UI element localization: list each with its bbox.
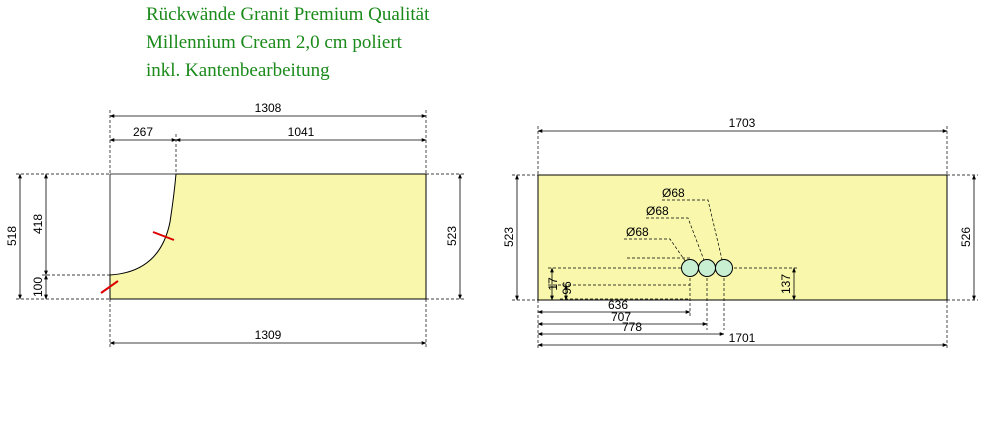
title-line-1: Rückwände Granit Premium Qualität: [146, 4, 430, 25]
hole-3: [715, 259, 733, 277]
dim-778: 778: [622, 320, 642, 334]
title-line-3: inkl. Kantenbearbeitung: [146, 60, 330, 81]
dim-17: 17: [546, 277, 560, 291]
dim-1308: 1308: [255, 101, 282, 115]
dim-518: 518: [5, 226, 19, 246]
dim-418: 418: [31, 214, 45, 234]
dim-707: 707: [611, 310, 631, 324]
title-line-2: Millennium Cream 2,0 cm poliert: [146, 32, 402, 53]
left-panel-shape: [109, 173, 427, 300]
dim-267: 267: [133, 125, 153, 139]
left-panel: 1308 267 1041 518 418 100 523 1309: [5, 101, 464, 348]
dim-1041: 1041: [288, 125, 315, 139]
dim-1309: 1309: [255, 328, 282, 342]
hole-label-1: Ø68: [626, 225, 649, 239]
dim-137: 137: [779, 274, 793, 294]
cut-mark-lower: [100, 280, 119, 294]
dim-1703: 1703: [729, 116, 756, 130]
hole-2: [698, 259, 716, 277]
dim-523-left: 523: [445, 226, 459, 246]
hole-1: [681, 259, 699, 277]
hole-label-2: Ø68: [646, 204, 669, 218]
hole-label-3: Ø68: [662, 186, 685, 200]
dim-96: 96: [560, 281, 574, 295]
dim-523-right: 523: [502, 227, 516, 247]
right-panel: Ø68 Ø68 Ø68 1703 523 526 17 96 137 636 7…: [502, 116, 978, 350]
dim-100: 100: [31, 277, 45, 297]
cut-mark-upper: [152, 231, 175, 241]
dim-526: 526: [959, 227, 973, 247]
dim-636: 636: [608, 298, 628, 312]
dim-1701: 1701: [729, 331, 756, 345]
right-panel-shape: [537, 174, 948, 301]
